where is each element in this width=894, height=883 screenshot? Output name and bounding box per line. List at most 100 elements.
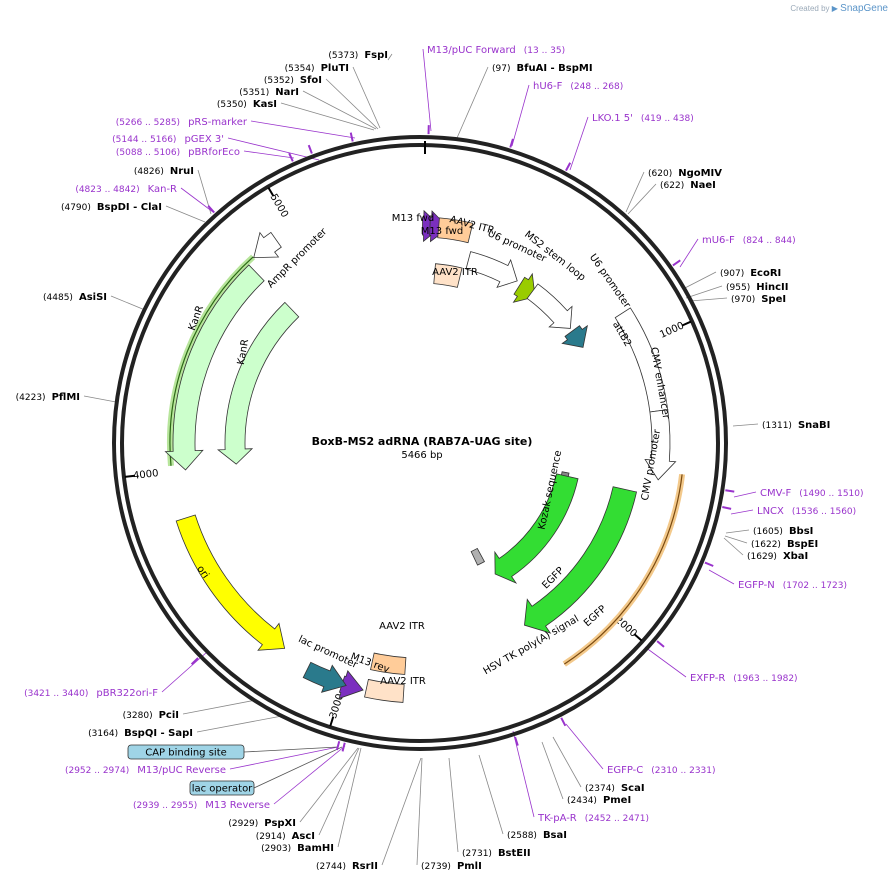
enzyme-label: (2929)PspXI: [228, 818, 296, 829]
primer-range: (5088 .. 5106): [116, 148, 180, 158]
enzyme-name: HincII: [756, 282, 788, 293]
primer-mark: [509, 138, 514, 148]
enzyme-name: SnaBI: [798, 420, 830, 431]
primer-range: (13 .. 35): [524, 46, 565, 56]
primer-name: pGEX 3': [184, 134, 224, 145]
enzyme-leader: [689, 297, 728, 302]
feature-arrow: [465, 251, 518, 289]
enzyme-leader: [83, 395, 117, 403]
primer-leader: [229, 746, 339, 770]
primer-range: (1490 .. 1510): [799, 489, 863, 499]
primer-label: EGFP-C(2310 .. 2331): [607, 765, 716, 776]
enzyme-position: (620): [648, 169, 672, 179]
feature-label: M13 fwd: [392, 213, 434, 224]
enzyme-position: (2731): [462, 849, 492, 859]
primer-name: pBRforEco: [188, 147, 240, 158]
primer-name: M13/pUC Forward: [427, 45, 516, 56]
enzyme-name: FspI: [364, 50, 388, 61]
enzyme-position: (1622): [751, 540, 781, 550]
enzyme-label: (2374)ScaI: [585, 783, 645, 794]
enzyme-leader: [627, 183, 657, 215]
enzyme-name: PmeI: [603, 795, 631, 806]
enzyme-leader: [456, 66, 489, 139]
boxed-feature-leader: [243, 746, 339, 753]
enzyme-leader: [724, 535, 748, 544]
primer-label: LKO.1 5'(419 .. 438): [592, 113, 694, 124]
primer-leader: [565, 723, 604, 770]
primer-range: (2952 .. 2974): [65, 766, 129, 776]
primer-leader: [679, 238, 699, 268]
feature-label: AAV2 ITR: [432, 267, 478, 278]
highlight-arc-core: [563, 474, 683, 665]
enzyme-name: SfoI: [300, 75, 322, 86]
backbone-inner-ring: [120, 143, 720, 743]
primer-mark: [704, 561, 714, 567]
feature-arrow: [253, 231, 282, 259]
enzyme-position: (5352): [264, 76, 294, 86]
enzyme-label: (4485) AsiSI: [43, 292, 107, 303]
boxed-feature-box: [189, 780, 255, 796]
enzyme-name: PluTI: [321, 63, 349, 74]
enzyme-leader: [337, 747, 362, 848]
enzyme-position: (4826): [134, 167, 164, 177]
primer-mark: [672, 259, 681, 267]
enzyme-leader: [318, 747, 360, 836]
primer-label: M13/pUC Forward (13 .. 35): [427, 45, 565, 56]
primer-mark: [560, 717, 567, 727]
enzyme-position: (2929): [228, 819, 258, 829]
feature-box: [437, 217, 474, 244]
feature-box: [433, 263, 463, 288]
enzyme-position: (4485): [43, 293, 73, 303]
primer-and-feature-marks: [190, 125, 735, 752]
primer-label: TK-pA-R(2452 .. 2471): [537, 813, 649, 824]
enzyme-name: NgoMIV: [678, 168, 722, 179]
primer-name: EXFP-R: [690, 673, 725, 684]
snapgene-logo-icon: ▶: [831, 4, 838, 13]
feature-label: EGFP: [582, 604, 609, 629]
primer-mark: [288, 152, 294, 162]
primer-range: (1536 .. 1560): [792, 507, 856, 517]
enzyme-leader: [352, 66, 381, 129]
feature-small: [470, 547, 485, 566]
plasmid-name: BoxB-MS2 adRNA (RAB7A-UAG site): [312, 435, 533, 448]
enzyme-name: PmlI: [457, 861, 482, 872]
plasmid-length: 5466 bp: [401, 450, 442, 461]
watermark-prefix: Created by: [790, 4, 830, 13]
enzyme-name: SpeI: [761, 294, 786, 305]
plasmid-backbone: [112, 135, 728, 751]
enzyme-name: AsiSI: [79, 292, 107, 303]
enzyme-name: BspEI: [787, 539, 818, 550]
backbone-outer-ring: [112, 135, 728, 751]
enzyme-leader: [625, 171, 645, 213]
primer-mark: [349, 132, 354, 142]
primer-range: (248 .. 268): [570, 82, 623, 92]
watermark-brand: SnapGene: [840, 3, 888, 14]
enzyme-leader: [182, 699, 257, 715]
primer-name: EGFP-N: [738, 580, 775, 591]
feature-label: KanR: [236, 338, 251, 365]
enzyme-position: (2903): [261, 844, 291, 854]
enzyme-name: ScaI: [621, 783, 645, 794]
enzyme-position: (5354): [285, 64, 315, 74]
feature-arrow: [217, 301, 300, 465]
feature-box: [370, 652, 407, 675]
feature-arrow: [526, 283, 573, 329]
enzyme-label: (2903)BamHI: [261, 843, 334, 854]
feature-small: [561, 324, 588, 348]
enzyme-leader: [723, 537, 744, 556]
enzyme-name: PflMI: [52, 392, 80, 403]
enzyme-position: (2914): [256, 832, 286, 842]
enzyme-label: (5354) PluTI: [285, 63, 349, 74]
enzyme-position: (97): [492, 64, 510, 74]
primer-range: (4823 .. 4842): [75, 185, 139, 195]
enzyme-name: NarI: [275, 87, 299, 98]
primer-mark: [725, 489, 735, 493]
boxed-feature-label: lac operator: [192, 784, 253, 795]
enzyme-name: NruI: [170, 166, 194, 177]
primer-leader: [161, 651, 208, 693]
primer-mark: [190, 657, 199, 665]
feature-arrow: [644, 409, 677, 481]
feature-label: M13 fwd: [421, 226, 463, 237]
enzyme-label: (5352) SfoI: [264, 75, 322, 86]
